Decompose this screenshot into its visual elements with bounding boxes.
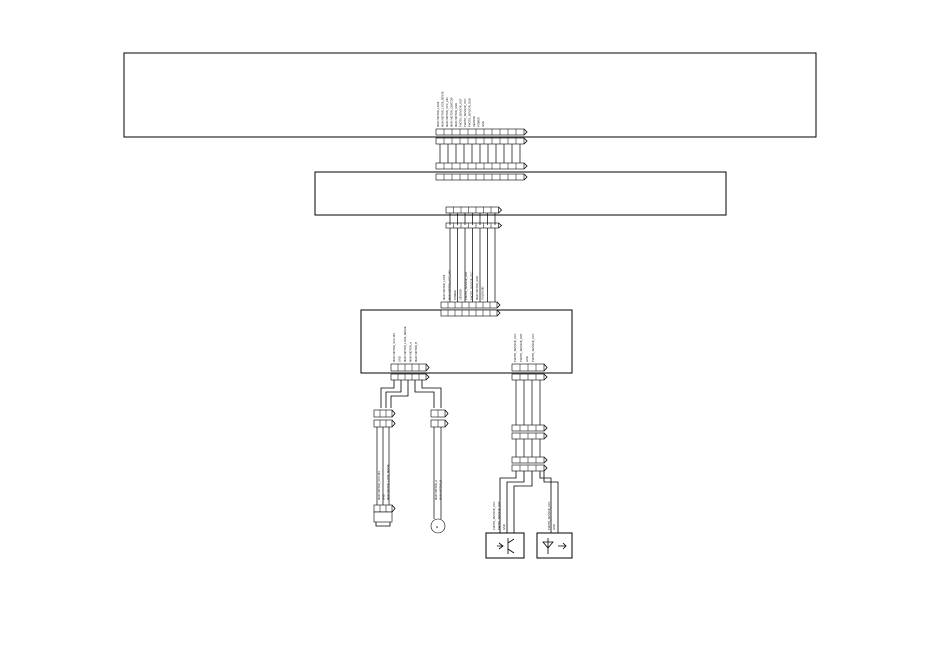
photo-sensor-right: [536, 532, 573, 559]
wires: [376, 144, 559, 533]
sensor-connector-b: [511, 432, 548, 440]
dc-motor: [373, 511, 393, 527]
driver-upper-connector-b: [440, 309, 501, 317]
main-board: [123, 52, 817, 138]
motor-connector-b: [373, 419, 396, 428]
signal-label: PHOTO_SENSOR_VCC: [513, 333, 517, 362]
signal-label: PHOTO_SENSOR_VCC: [492, 501, 496, 530]
driver-left-connector: [390, 363, 430, 372]
signal-label: MAIN MOTOR_GND: [454, 103, 458, 127]
signal-label: MAIN MOTOR_A: [434, 480, 438, 500]
mid-lower-connector: [445, 206, 503, 214]
signal-label: MAIN MOTOR_LOCK: [442, 274, 446, 300]
driver-left-mating: [390, 373, 430, 381]
signal-label: GND: [502, 524, 506, 530]
signal-label: PHOTO_SENSOR_VCC: [531, 333, 535, 362]
driver-right-connector: [511, 363, 548, 372]
sensor-connector-a: [511, 424, 548, 432]
signal-label: SOLENOID: [481, 286, 485, 300]
signal-label: PHOTO_SENSOR_VCC: [463, 98, 467, 127]
signal-label: GND: [382, 494, 386, 500]
svg-text:M: M: [436, 525, 438, 529]
sensor-connector-d: [511, 464, 548, 472]
motor-connector-a: [373, 409, 396, 418]
signal-label: PHOTO_SENSOR_OUT: [464, 271, 468, 300]
signal-label: GND: [398, 356, 402, 362]
mid-upper-connector-a: [435, 162, 528, 170]
signal-label: POWER: [453, 290, 457, 300]
signal-label: MAIN MOTOR_LOCK_SENSE: [441, 91, 445, 127]
stepper-connector-b: [430, 419, 449, 428]
signal-label: GND: [552, 524, 556, 530]
signal-label: PHOTO_SENSOR_OUT: [459, 98, 463, 127]
photo-sensor-left: [485, 532, 525, 559]
signal-label: MAIN MOTOR_LOCK: [436, 101, 440, 127]
driver-upper-connector-a: [440, 301, 501, 309]
signal-label: GND: [481, 121, 485, 127]
signal-label: MAIN MOTOR_LOCK_SENSE: [386, 464, 390, 500]
top-mating-connector: [435, 137, 528, 145]
signal-label: MAIN MOTOR_B: [414, 342, 418, 362]
signal-label: MAIN MOTOR_VCC_24V: [445, 97, 449, 127]
signal-label: PHOTO_SENSOR_VCC: [547, 501, 551, 530]
signal-label: SENSOR: [459, 289, 463, 300]
driver-right-mating: [511, 373, 548, 381]
signal-label: PHOTO_SENSOR_GND: [468, 98, 472, 127]
mid-upper-connector-b: [435, 173, 528, 181]
mid-cable-connector: [445, 222, 503, 229]
motor-end-connector: [373, 504, 396, 513]
signal-label: PHOTO_SENSOR_VCC: [470, 271, 474, 300]
signal-label: MAIN MOTOR_LOCK_SENSE: [403, 326, 407, 362]
signal-label: MAIN MOTOR_VCC 24V: [392, 333, 396, 362]
signal-label: MAIN MOTOR_GND: [475, 276, 479, 300]
signal-label: PHOTO_SENSOR_OUT: [497, 501, 501, 530]
signal-label: MAIN MOTOR_VCC 24V: [377, 471, 381, 500]
signal-label: MAIN MOTOR_CW/CCW: [450, 97, 454, 127]
signal-label: SENSOR: [472, 116, 476, 127]
signal-label: MAIN MOTOR_VCC_24V: [448, 270, 452, 300]
sensor-connector-c: [511, 456, 548, 464]
stepper-connector-a: [430, 409, 449, 418]
signal-label: MAIN MOTOR_A: [409, 342, 413, 362]
signal-label: POWER: [477, 117, 481, 127]
top-header-connector: [435, 128, 528, 136]
signal-label: PHOTO_SENSOR_OUT: [519, 333, 523, 362]
signal-label: MAIN MOTOR_B: [439, 480, 443, 500]
signal-label: GND: [525, 356, 529, 362]
stepper-motor: M: [430, 518, 446, 534]
